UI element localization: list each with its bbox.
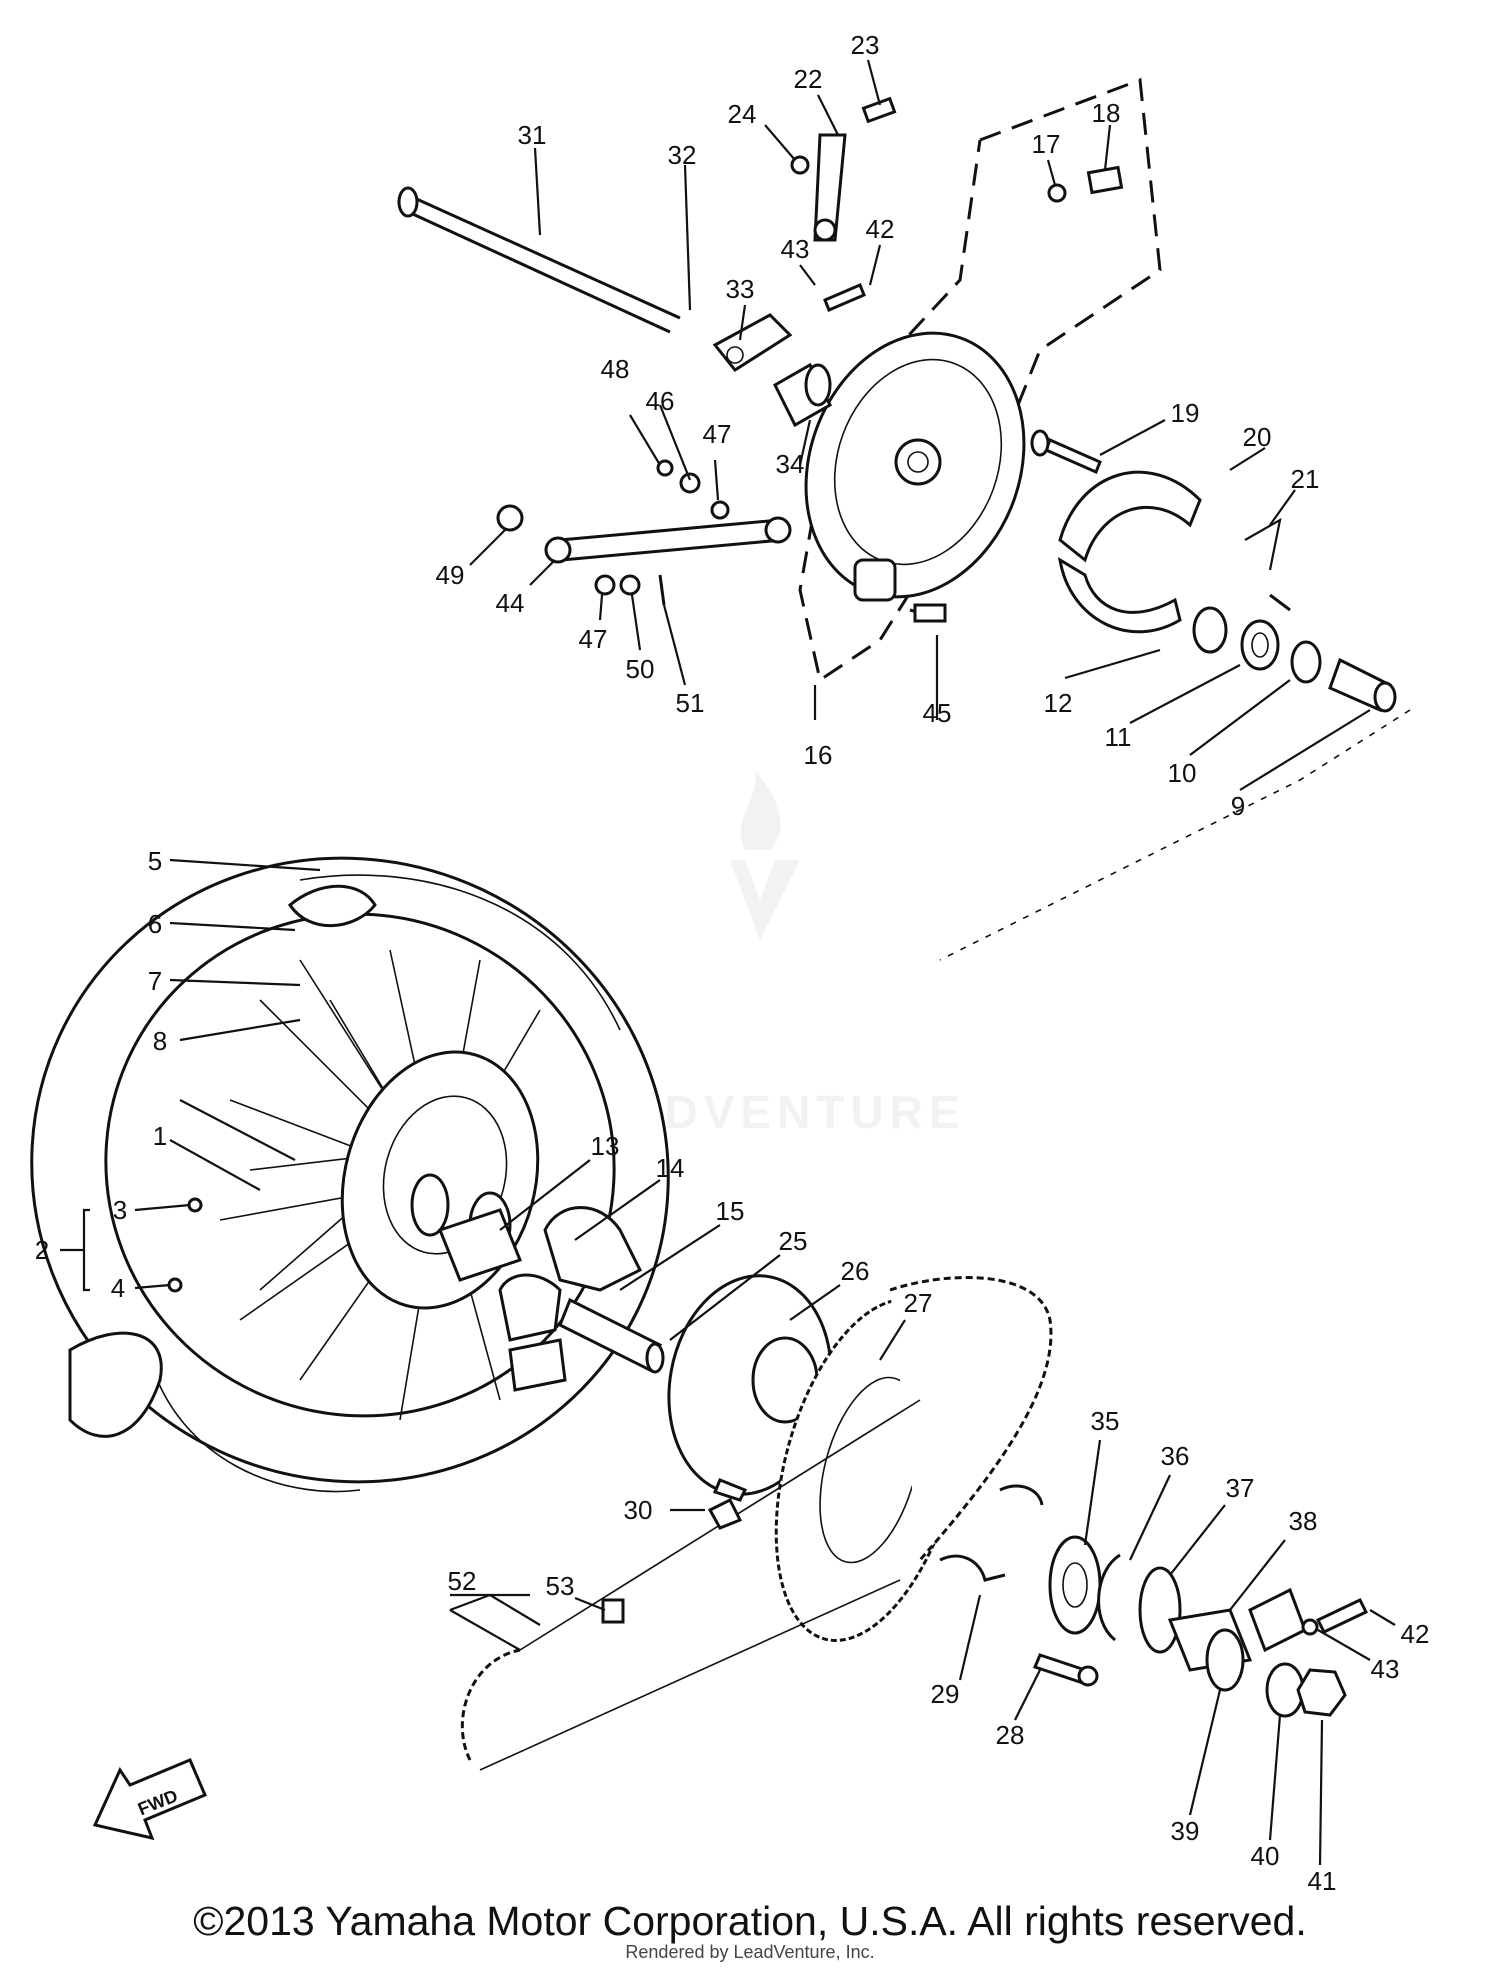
callout-10: 10 — [1168, 758, 1197, 788]
callout-51: 51 — [676, 688, 705, 718]
camshaft-lever — [712, 96, 897, 372]
rear-wheel-assembly — [30, 856, 1369, 1771]
shaft-25 — [558, 1297, 665, 1374]
callout-43a: 43 — [781, 234, 810, 264]
callout-35: 35 — [1091, 1406, 1120, 1436]
callout-19: 19 — [1171, 398, 1200, 428]
callout-53: 53 — [546, 1571, 575, 1601]
upper-brake-assembly — [397, 77, 1411, 961]
callout-34: 34 — [776, 449, 805, 479]
axle-31 — [397, 186, 681, 334]
callout-25: 25 — [779, 1226, 808, 1256]
callout-26: 26 — [841, 1256, 870, 1286]
master-link — [601, 1484, 1044, 1624]
rendered-by-note: Rendered by LeadVenture, Inc. — [625, 1942, 875, 1962]
callout-14: 14 — [656, 1153, 685, 1183]
callout-50: 50 — [626, 654, 655, 684]
sleeve-34 — [773, 362, 832, 428]
callout-27: 27 — [904, 1288, 933, 1318]
hub — [340, 1050, 540, 1310]
callout-18: 18 — [1092, 98, 1121, 128]
callout-47a: 47 — [703, 419, 732, 449]
callout-42a: 42 — [866, 214, 895, 244]
tension-bar — [496, 459, 792, 606]
callout-43b: 43 — [1371, 1654, 1400, 1684]
callout-37: 37 — [1226, 1473, 1255, 1503]
leader-lines — [60, 59, 1396, 1866]
callout-28: 28 — [996, 1720, 1025, 1750]
fwd-arrow-icon: FWD — [92, 1758, 207, 1841]
callout-12: 12 — [1044, 688, 1073, 718]
callout-21: 21 — [1291, 464, 1320, 494]
drive-chain — [460, 1276, 1053, 1771]
bearings-spacer — [1192, 606, 1397, 713]
callout-31: 31 — [518, 120, 547, 150]
callout-39: 39 — [1171, 1816, 1200, 1846]
callout-38: 38 — [1289, 1506, 1318, 1536]
callout-17: 17 — [1032, 129, 1061, 159]
callout-46: 46 — [646, 386, 675, 416]
callout-11: 11 — [1105, 722, 1132, 752]
copyright-notice: ©2013 Yamaha Motor Corporation, U.S.A. A… — [193, 1898, 1307, 1944]
callout-49: 49 — [436, 560, 465, 590]
callout-45: 45 — [923, 698, 952, 728]
bolts-upper — [823, 165, 1291, 623]
callout-8: 8 — [153, 1026, 167, 1056]
callout-41: 41 — [1308, 1866, 1337, 1896]
hub-dampers — [498, 1206, 643, 1392]
callout-20: 20 — [1243, 422, 1272, 452]
callout-48: 48 — [601, 354, 630, 384]
callout-labels: 23 22 24 18 17 31 32 42 43 33 48 46 47 3… — [35, 30, 1430, 1896]
callout-30: 30 — [624, 1495, 653, 1525]
brake-shoes — [1057, 470, 1282, 634]
callout-2: 2 — [35, 1235, 49, 1265]
callout-44: 44 — [496, 588, 525, 618]
callout-29: 29 — [931, 1679, 960, 1709]
callout-15: 15 — [716, 1196, 745, 1226]
brake-shoe-plate — [804, 331, 1026, 602]
callout-42b: 42 — [1401, 1619, 1430, 1649]
callout-6: 6 — [148, 909, 162, 939]
callout-9: 9 — [1231, 791, 1245, 821]
callout-3: 3 — [113, 1195, 127, 1225]
callout-23: 23 — [851, 30, 880, 60]
callout-52: 52 — [448, 1566, 477, 1596]
callout-40: 40 — [1251, 1841, 1280, 1871]
callout-4: 4 — [111, 1273, 125, 1303]
callout-1: 1 — [153, 1121, 167, 1151]
callout-22: 22 — [794, 64, 823, 94]
callout-16: 16 — [804, 740, 833, 770]
callout-5: 5 — [148, 846, 162, 876]
callout-13: 13 — [591, 1131, 620, 1161]
callout-24: 24 — [728, 99, 757, 129]
callout-32: 32 — [668, 140, 697, 170]
callout-33: 33 — [726, 274, 755, 304]
callout-7: 7 — [148, 966, 162, 996]
callout-47b: 47 — [579, 624, 608, 654]
callout-36: 36 — [1161, 1441, 1190, 1471]
